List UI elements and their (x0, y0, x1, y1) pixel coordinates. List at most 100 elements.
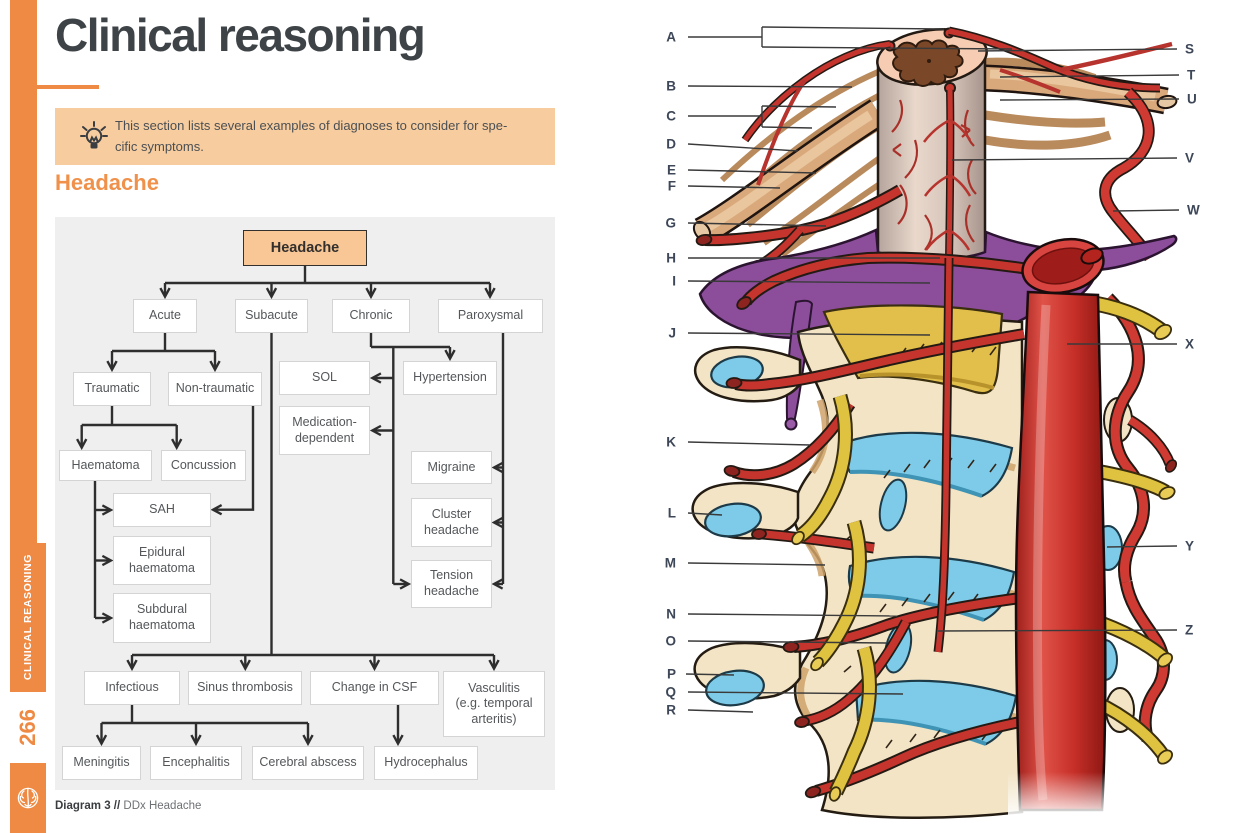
grey-matter (892, 39, 964, 87)
flowchart-node-subacute: Subacute (235, 299, 308, 333)
anatomy-label-R: R (666, 703, 676, 718)
leader-line-Y (1106, 545, 1178, 548)
spinal-cord-group (876, 27, 988, 271)
leader-line-S (977, 48, 1178, 52)
segmental-artery-g (695, 184, 904, 275)
anterior-spinal-artery-upper (946, 89, 953, 261)
leader-line-G (687, 222, 827, 227)
artery-branch-lumen (1080, 247, 1104, 265)
flowchart-node-hypertension: Hypertension (403, 361, 497, 395)
caption-text: DDx Headache (123, 800, 202, 812)
leader-line-C (761, 126, 813, 129)
leader-line-C (761, 105, 837, 108)
flowchart-node-headache: Headache (243, 230, 367, 266)
figure-caption: Diagram 3 // DDx Headache (55, 800, 201, 812)
leader-line-D (687, 143, 799, 152)
right-nerve-roots-group (982, 57, 1178, 150)
tip-box: This section lists several examples of d… (55, 108, 555, 165)
page-title: Clinical reasoning (55, 9, 426, 61)
leader-line-B (687, 85, 853, 88)
flowchart-node-non-traumatic: Non-traumatic (168, 372, 262, 406)
flowchart-node-hydrocephalus: Hydrocephalus (374, 746, 478, 780)
anterior-spinal-artery-lower (933, 257, 954, 653)
flowchart-node-tension-headache: Tension headache (411, 560, 492, 608)
vertebral-artery-loop (1101, 88, 1154, 261)
flowchart-node-sol: SOL (279, 361, 370, 395)
leader-line-Q (687, 691, 904, 695)
anatomy-label-Z: Z (1185, 623, 1193, 638)
flowchart-node-subdural-haematoma: Subdural haematoma (113, 593, 211, 643)
leader-line-M (687, 562, 826, 566)
leader-line-R (687, 709, 754, 713)
cord-surface-vessels (891, 99, 977, 251)
flowchart-node-acute: Acute (133, 299, 197, 333)
flowchart-node-epidural-haematoma: Epidural haematoma (113, 536, 211, 585)
sidebar-section-label: CLINICAL REASONING (22, 554, 34, 681)
leader-line-O (687, 640, 887, 644)
anatomy-label-I: I (672, 274, 676, 289)
flowchart-node-infectious: Infectious (84, 671, 180, 705)
leader-line-A (761, 46, 1013, 50)
anatomy-label-X: X (1185, 337, 1194, 352)
brain-icon (17, 787, 39, 809)
flowchart-node-traumatic: Traumatic (73, 372, 151, 406)
anatomy-label-M: M (665, 556, 676, 571)
leader-line-L (687, 512, 723, 516)
caption-label: Diagram 3 // (55, 800, 121, 812)
flowchart-node-change-in-csf: Change in CSF (310, 671, 439, 705)
anatomy-label-L: L (668, 506, 676, 521)
leader-line-V (951, 157, 1178, 161)
flowchart-node-cerebral-abscess: Cerebral abscess (252, 746, 364, 780)
flowchart-node-cluster-headache: Cluster headache (411, 498, 492, 547)
flowchart-node-haematoma: Haematoma (59, 450, 152, 481)
anatomy-label-W: W (1187, 203, 1200, 218)
page-number: 266 (10, 692, 46, 763)
spinal-nerves-yellow (791, 393, 877, 802)
anatomy-label-O: O (665, 634, 676, 649)
anatomy-label-D: D (666, 137, 676, 152)
sidebar-section-tab: CLINICAL REASONING (10, 543, 46, 692)
tip-line-1: This section lists several examples of d… (115, 118, 508, 134)
title-underline (37, 85, 99, 89)
sidebar-brain-tab (10, 763, 46, 833)
anatomy-label-E: E (667, 163, 676, 178)
anatomy-label-U: U (1187, 92, 1197, 107)
leader-line-K (687, 441, 811, 446)
leader-line-P (685, 673, 735, 676)
anatomy-label-G: G (665, 216, 676, 231)
flowchart-node-paroxysmal: Paroxysmal (438, 299, 543, 333)
anatomy-label-F: F (668, 179, 676, 194)
leader-line-Z (937, 629, 1178, 632)
anatomy-label-K: K (666, 435, 676, 450)
anatomy-label-H: H (666, 251, 676, 266)
leader-line-A (761, 26, 945, 30)
anatomy-label-B: B (666, 79, 676, 94)
leader-line-T (999, 74, 1180, 78)
anatomy-label-N: N (666, 607, 676, 622)
anatomy-label-Y: Y (1185, 539, 1194, 554)
flowchart-connectors (76, 266, 505, 747)
tip-line-2: cific symptoms. (115, 138, 204, 154)
articular-facet-1 (878, 478, 908, 532)
section-heading: Headache (55, 170, 159, 195)
leader-line-U (999, 98, 1180, 101)
flowchart-node-meningitis: Meningitis (62, 746, 141, 780)
leader-line-E (687, 169, 817, 174)
anatomy-label-P: P (667, 667, 676, 682)
flowchart-node-sah: SAH (113, 493, 211, 527)
leader-line-J (687, 332, 931, 336)
anatomy-label-C: C (666, 109, 676, 124)
anatomy-label-V: V (1185, 151, 1194, 166)
connector-arrows (76, 283, 504, 747)
flowchart-node-chronic: Chronic (332, 299, 410, 333)
anatomy-label-T: T (1187, 68, 1196, 83)
flowchart-node-medication-dependent: Medication- dependent (279, 406, 370, 455)
flowchart-node-migraine: Migraine (411, 451, 492, 484)
leader-line-F (687, 185, 781, 189)
anatomy-label-J: J (668, 326, 676, 341)
anatomy-label-S: S (1185, 42, 1194, 57)
